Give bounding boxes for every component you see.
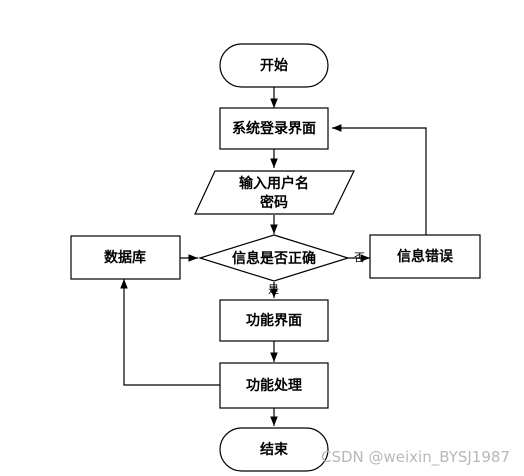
function-process-node: 功能处理 bbox=[219, 362, 329, 409]
input-label-line1: 输入用户名 bbox=[239, 175, 309, 192]
database-node: 数据库 bbox=[70, 235, 181, 280]
end-shape bbox=[219, 427, 329, 472]
function-process-shape bbox=[219, 362, 329, 409]
check-label: 信息是否正确 bbox=[232, 250, 316, 267]
input-node: 输入用户名 密码 bbox=[194, 170, 355, 215]
start-label: 开始 bbox=[260, 57, 288, 74]
start-shape bbox=[219, 43, 329, 88]
error-label: 信息错误 bbox=[397, 248, 454, 265]
watermark-text: CSDN @weixin_BYSJ1987 bbox=[321, 448, 510, 467]
login-page-node: 系统登录界面 bbox=[219, 107, 329, 150]
yes-label: 是 bbox=[268, 283, 279, 296]
error-shape bbox=[369, 234, 481, 279]
login-page-shape bbox=[219, 107, 329, 150]
end-node: 结束 bbox=[219, 427, 329, 472]
database-label: 数据库 bbox=[104, 249, 146, 266]
function-process-label: 功能处理 bbox=[246, 377, 302, 394]
arrow-error-to-login bbox=[332, 124, 427, 235]
input-label-line2: 密码 bbox=[259, 194, 288, 211]
start-node: 开始 bbox=[219, 43, 329, 88]
end-label: 结束 bbox=[260, 441, 289, 458]
function-page-shape bbox=[219, 299, 329, 342]
error-node: 信息错误 bbox=[369, 234, 481, 279]
database-shape bbox=[70, 235, 181, 280]
no-label: 否 bbox=[354, 251, 365, 264]
function-page-label: 功能界面 bbox=[246, 312, 302, 329]
arrow-process-to-database bbox=[120, 279, 220, 386]
input-shape bbox=[194, 170, 355, 215]
function-page-node: 功能界面 bbox=[219, 299, 329, 342]
check-shape bbox=[197, 234, 351, 282]
login-page-label: 系统登录界面 bbox=[232, 120, 316, 137]
check-node: 信息是否正确 bbox=[197, 234, 351, 282]
connectors bbox=[120, 87, 427, 426]
